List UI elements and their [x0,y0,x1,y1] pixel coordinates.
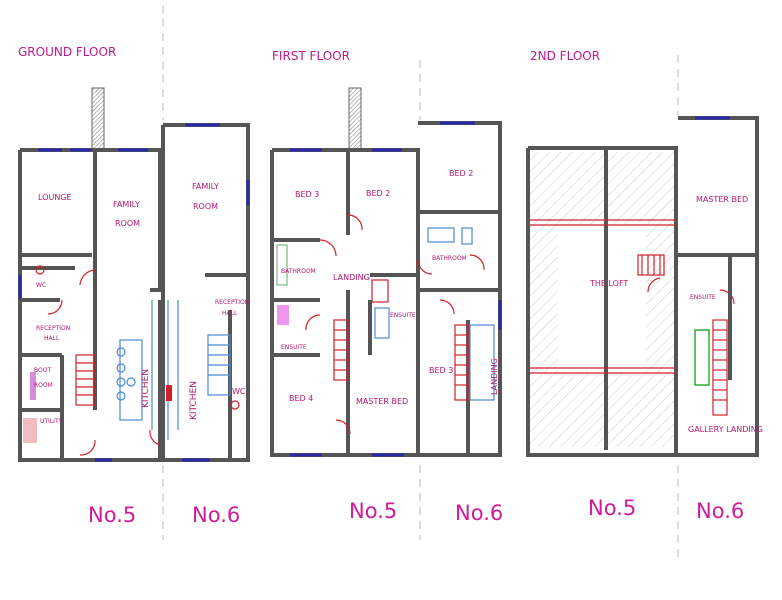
room-loft: THE LOFT [589,279,628,288]
room-ensuite-5a: ENSUITE [281,344,307,351]
room-family-5b: ROOM [115,219,140,228]
room-ensuite-5b: ENSUITE [390,312,416,319]
room-reception-6a: RECEPTION [215,299,249,306]
room-kitchen-5: KITCHEN [141,369,151,408]
room-family-6b: ROOM [193,202,218,211]
house-number-first-6: No.6 [455,501,503,525]
house-number-second-6: No.6 [696,499,744,523]
house-number-ground-6: No.6 [192,503,240,527]
room-boot-a: BOOT [34,367,51,374]
second-floor-title: 2ND FLOOR [530,49,600,63]
room-bed2-5: BED 2 [366,189,390,198]
room-master-6: MASTER BED [696,195,748,204]
room-family-5a: FAMILY [113,200,140,209]
room-wc-6: WC [232,387,246,396]
room-bed3-5: BED 3 [295,190,319,199]
room-wc-5: WC [36,282,46,289]
room-bed2-6: BED 2 [449,169,473,178]
room-kitchen-6: KITCHEN [189,381,199,420]
room-utility: UTILITY [40,418,63,425]
room-family-6a: FAMILY [192,182,219,191]
room-ensuite-6: ENSUITE [690,294,716,301]
room-reception-5b: HALL [44,335,60,342]
house-number-first-5: No.5 [349,499,397,523]
room-lounge: LOUNGE [38,193,72,202]
ground-floor-plan [18,87,250,462]
labels: GROUND FLOOR FIRST FLOOR 2ND FLOOR LOUNG… [18,45,763,527]
first-floor-plan [270,87,502,457]
room-gallery-landing: GALLERY LANDING [688,425,763,434]
room-bathroom-5: BATHROOM [281,268,316,275]
room-landing-5: LANDING [333,273,370,282]
section-dividers [162,5,679,560]
first-floor-title: FIRST FLOOR [272,49,350,63]
house-number-ground-5: No.5 [88,503,136,527]
room-master-5: MASTER BED [356,397,408,406]
room-bed4-5: BED 4 [289,394,313,403]
ground-floor-title: GROUND FLOOR [18,45,116,59]
room-reception-5a: RECEPTION [36,325,70,332]
room-reception-6b: HALL [222,310,238,317]
room-landing-6: LANDING [490,358,499,395]
second-floor-plan [526,116,759,457]
room-bathroom-6: BATHROOM [432,255,467,262]
room-boot-b: ROOM [34,382,53,389]
room-bed3-6: BED 3 [429,366,453,375]
house-number-second-5: No.5 [588,496,636,520]
